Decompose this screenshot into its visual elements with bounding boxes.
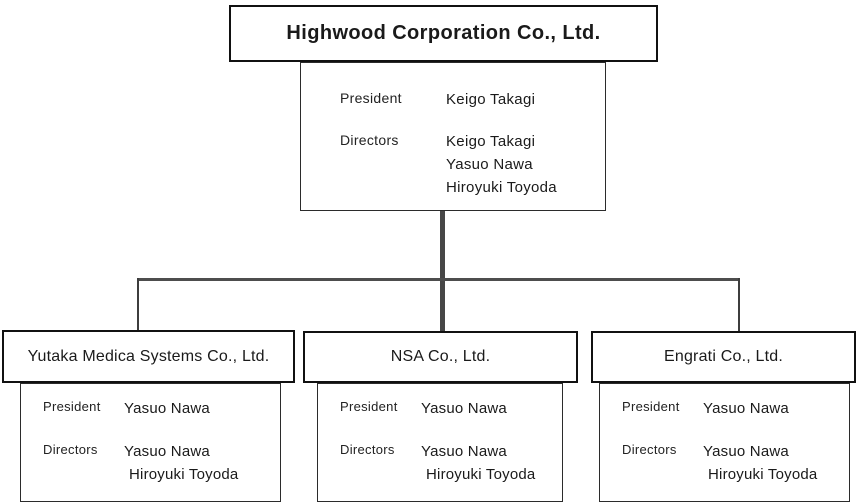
connector-right-drop-line	[738, 278, 740, 332]
subsidiary-name: Yutaka Medica Systems Co., Ltd.	[27, 347, 270, 365]
director-name: Keigo Takagi	[446, 133, 536, 150]
subsidiary-box-engrati: Engrati Co., Ltd.	[591, 331, 856, 383]
directors-list: Yasuo Nawa Hiroyuki Toyoda	[124, 440, 238, 486]
subsidiary-box-nsa: NSA Co., Ltd.	[303, 331, 578, 383]
directors-list: Yasuo Nawa Hiroyuki Toyoda	[703, 440, 817, 486]
parent-company-name: Highwood Corporation Co., Ltd.	[286, 22, 601, 44]
director-name: Hiroyuki Toyoda	[426, 466, 536, 483]
president-label: President	[43, 399, 101, 414]
directors-label: Directors	[43, 442, 98, 457]
connector-trunk-line	[440, 211, 445, 333]
director-name: Hiroyuki Toyoda	[446, 179, 557, 196]
connector-left-drop-line	[137, 278, 139, 332]
subsidiary-officers-box: President Yasuo Nawa Directors Yasuo Naw…	[20, 383, 281, 502]
subsidiary-officers-box: President Yasuo Nawa Directors Yasuo Naw…	[599, 383, 850, 502]
directors-label: Directors	[340, 442, 395, 457]
director-name: Yasuo Nawa	[124, 443, 210, 460]
parent-company-box: Highwood Corporation Co., Ltd.	[229, 5, 658, 62]
president-name: Yasuo Nawa	[421, 400, 507, 417]
director-name: Hiroyuki Toyoda	[129, 466, 239, 483]
president-name: Yasuo Nawa	[124, 400, 210, 417]
directors-list: Keigo Takagi Yasuo Nawa Hiroyuki Toyoda	[446, 130, 557, 199]
parent-officers-box: President Keigo Takagi Directors Keigo T…	[300, 62, 606, 211]
subsidiary-name: Engrati Co., Ltd.	[663, 348, 784, 365]
subsidiary-box-yutaka-medica: Yutaka Medica Systems Co., Ltd.	[2, 330, 295, 383]
directors-label: Directors	[622, 442, 677, 457]
directors-list: Yasuo Nawa Hiroyuki Toyoda	[421, 440, 535, 486]
president-label: President	[622, 399, 680, 414]
director-name: Yasuo Nawa	[703, 443, 789, 460]
director-name: Yasuo Nawa	[446, 156, 533, 173]
subsidiary-officers-box: President Yasuo Nawa Directors Yasuo Naw…	[317, 383, 563, 502]
connector-branch-line	[137, 278, 740, 281]
directors-label: Directors	[340, 132, 399, 148]
president-label: President	[340, 90, 402, 106]
president-label: President	[340, 399, 398, 414]
director-name: Hiroyuki Toyoda	[708, 466, 818, 483]
subsidiary-name: NSA Co., Ltd.	[390, 348, 491, 365]
president-name: Keigo Takagi	[446, 91, 536, 108]
director-name: Yasuo Nawa	[421, 443, 507, 460]
president-name: Yasuo Nawa	[703, 400, 789, 417]
